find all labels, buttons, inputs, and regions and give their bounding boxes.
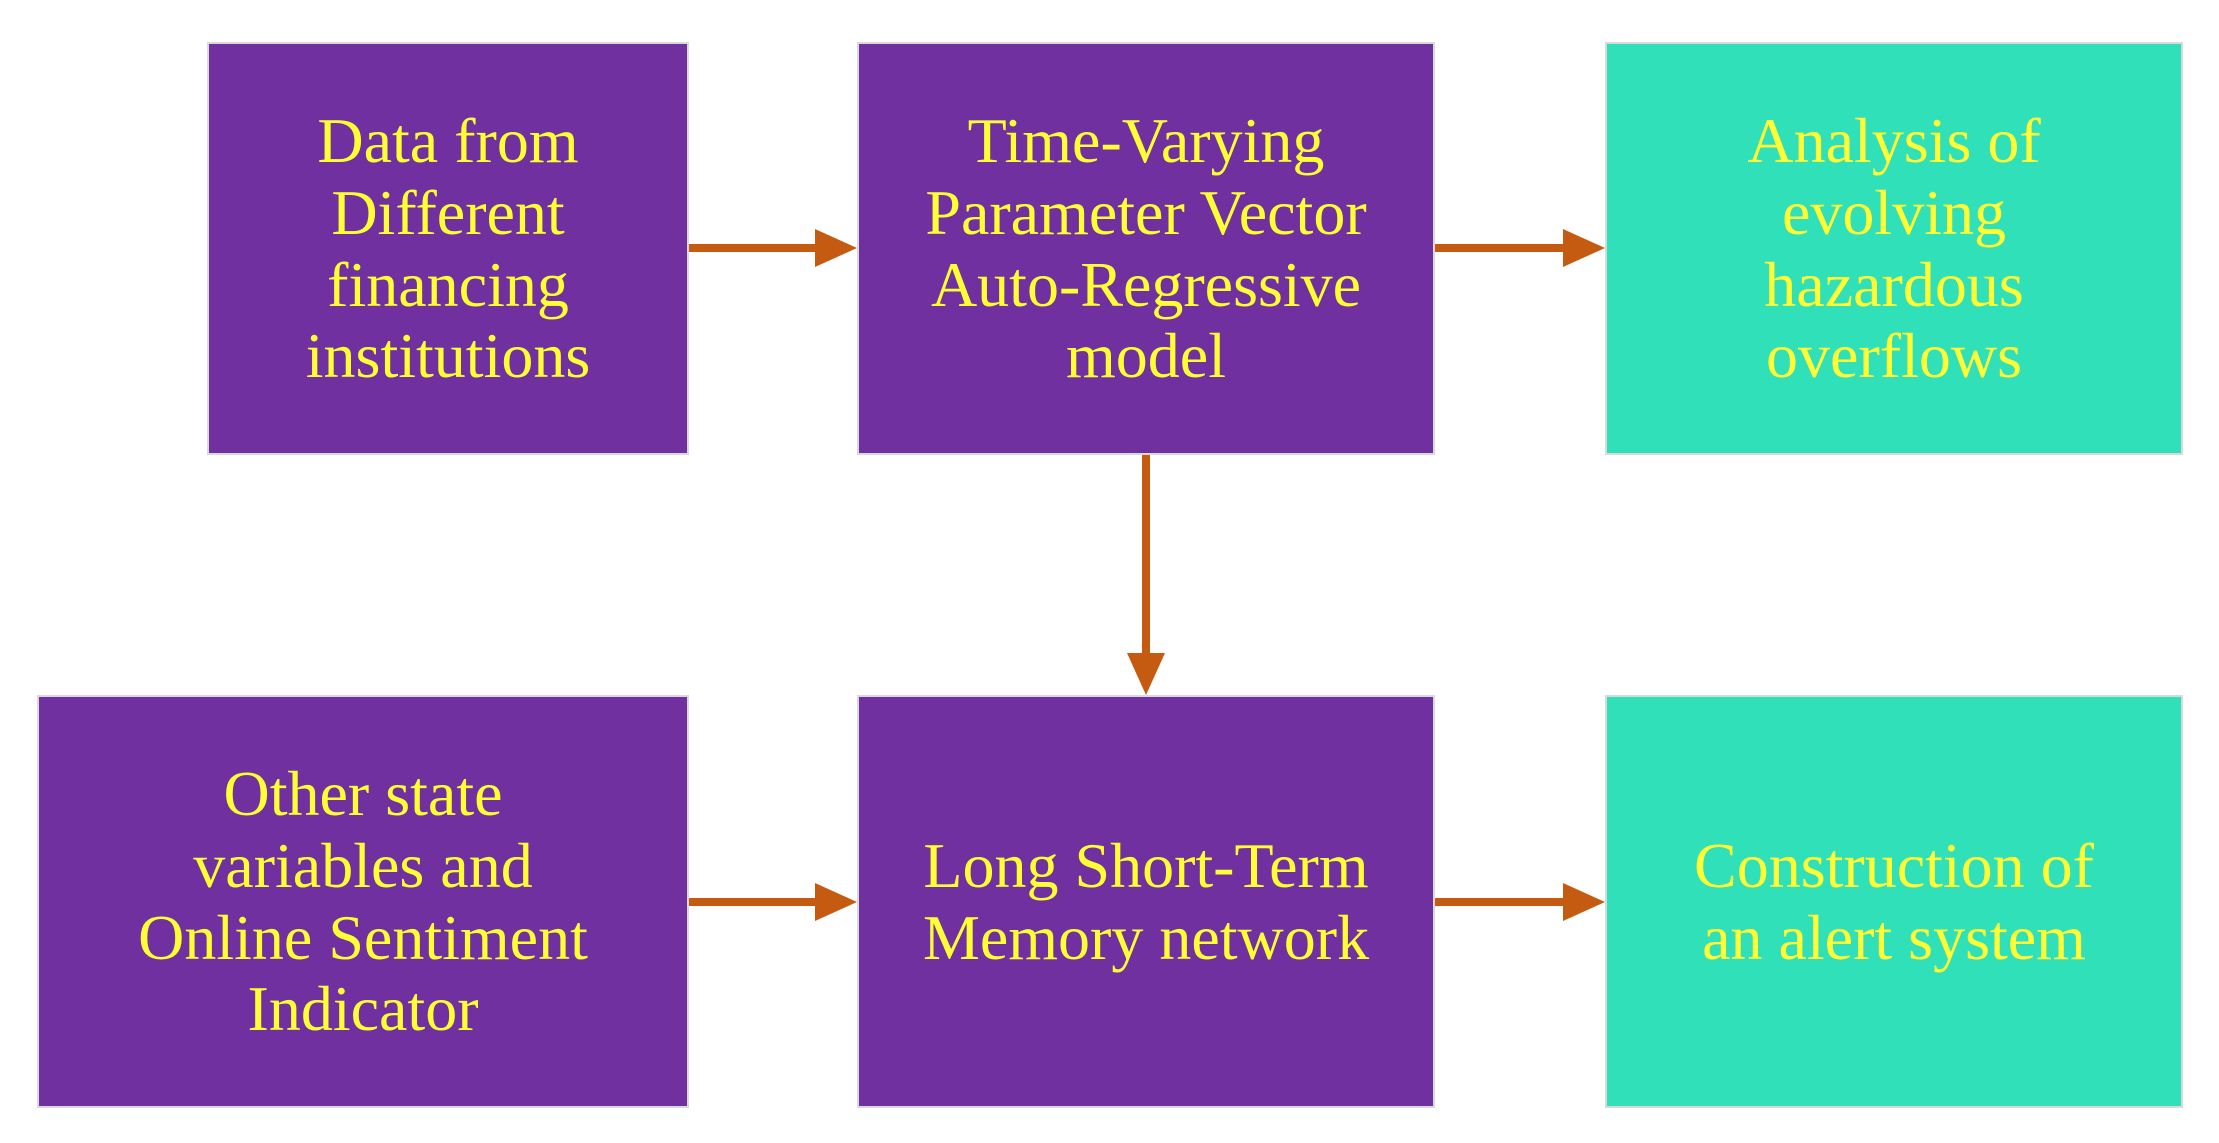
box-analysis-label: Analysis of evolving hazardous overflows (1747, 105, 2041, 392)
box-data-sources: Data from Different financing institutio… (207, 42, 689, 455)
box-lstm-network-label: Long Short-Term Memory network (922, 829, 1370, 973)
box-analysis: Analysis of evolving hazardous overflows (1605, 42, 2183, 455)
arrowhead-data-to-tvp (815, 229, 857, 267)
arrowhead-tvp-to-analysis (1563, 229, 1605, 267)
arrowhead-other-to-lstm (815, 883, 857, 921)
box-other-variables: Other state variables and Online Sentime… (37, 695, 689, 1108)
box-alert-system-label: Construction of an alert system (1694, 829, 2094, 973)
box-lstm-network: Long Short-Term Memory network (857, 695, 1435, 1108)
box-data-sources-label: Data from Different financing institutio… (305, 105, 591, 392)
box-tvp-var-model-label: Time-Varying Parameter Vector Auto-Regre… (925, 105, 1367, 392)
arrowhead-lstm-to-alert (1563, 883, 1605, 921)
box-tvp-var-model: Time-Varying Parameter Vector Auto-Regre… (857, 42, 1435, 455)
arrowhead-tvp-to-lstm (1127, 653, 1165, 695)
box-other-variables-label: Other state variables and Online Sentime… (138, 758, 588, 1045)
box-alert-system: Construction of an alert system (1605, 695, 2183, 1108)
